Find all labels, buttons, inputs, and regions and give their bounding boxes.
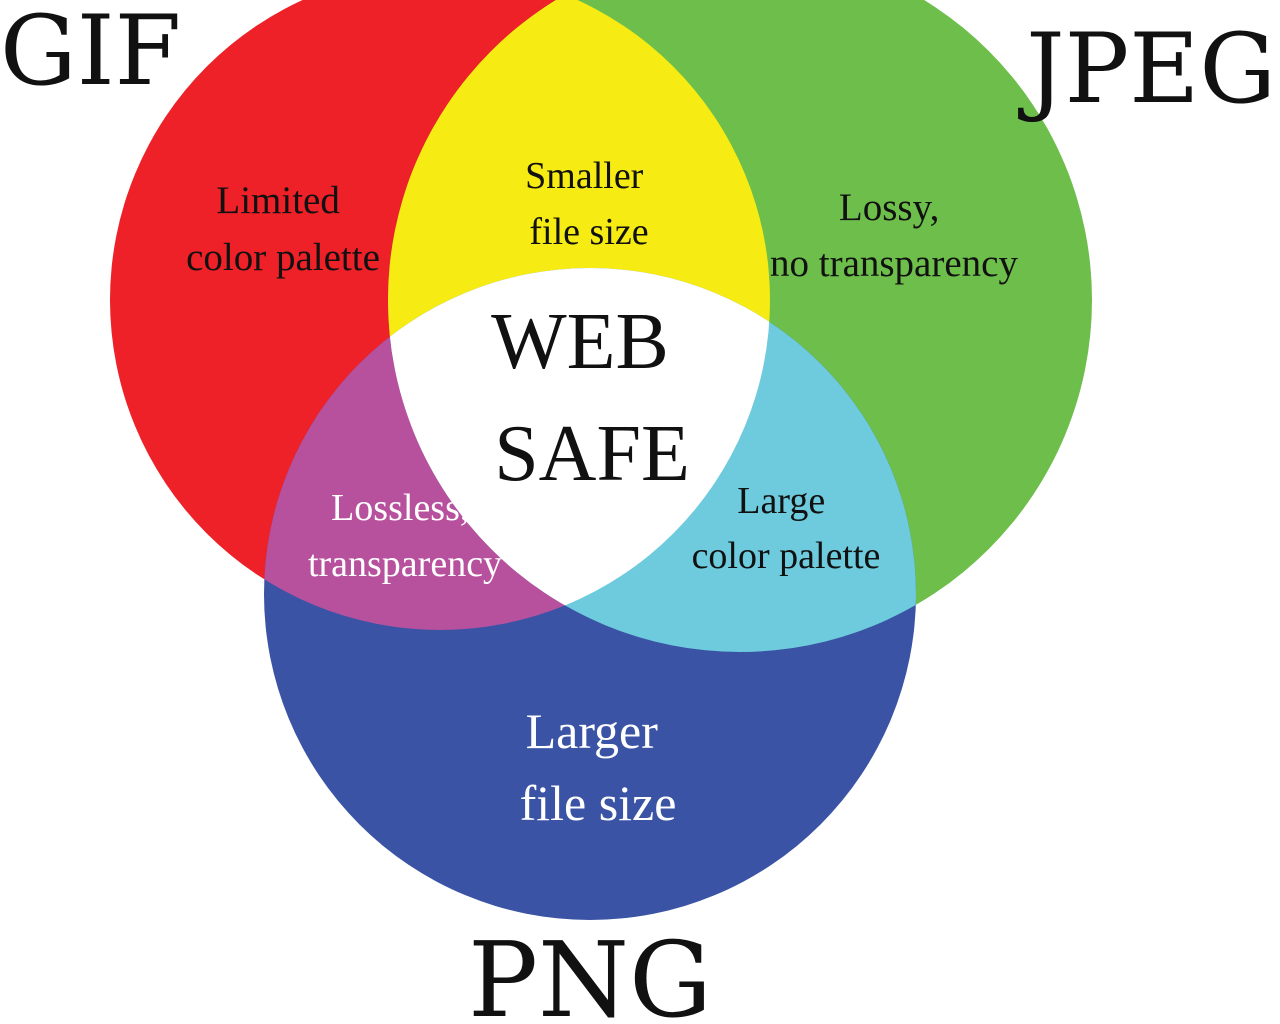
- gif-png-text: Lossless, transparency: [308, 487, 502, 585]
- jpeg-label: JPEG: [1017, 13, 1276, 125]
- png-only-text: Larger file size: [520, 703, 677, 831]
- center-text: WEB SAFE: [491, 298, 690, 498]
- jpeg-png-text: Large color palette: [692, 480, 881, 577]
- jpeg-only-text: Lossy, no transparency: [770, 186, 1018, 285]
- gif-label: GIF: [0, 0, 181, 107]
- gif-jpeg-text: Smaller file size: [525, 155, 653, 253]
- gif-only-text: Limited color palette: [186, 179, 380, 279]
- png-label: PNG: [468, 919, 712, 1024]
